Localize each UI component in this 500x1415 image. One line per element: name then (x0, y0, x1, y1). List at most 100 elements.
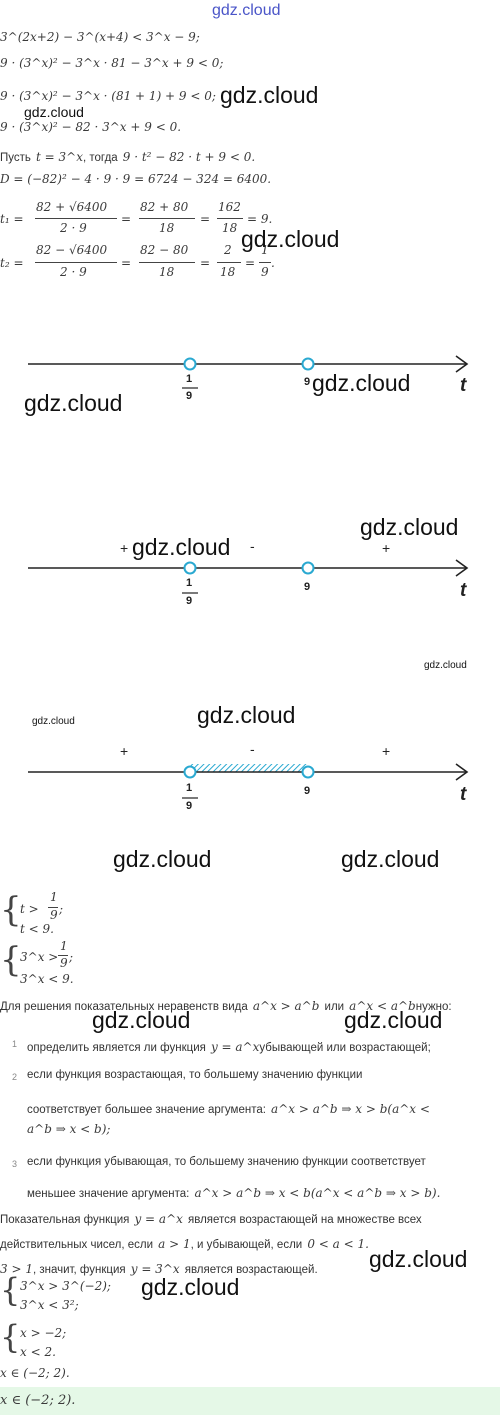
t1-result: = 9. (247, 212, 273, 226)
theory-item-2-line-1: если функция возрастающая, то большему з… (27, 1069, 363, 1081)
system-1-frac-num: 1 (50, 890, 58, 904)
theory-intro: Для решения показательных неравенств вид… (0, 999, 452, 1013)
watermark: gdz.cloud (24, 104, 84, 120)
nl1-axis-label: t (460, 375, 467, 396)
t2-frac-3-num: 2 (224, 243, 232, 257)
theory-item-2-number: 2 (12, 1072, 18, 1082)
system-2-line-b: 3^x < 9. (20, 972, 74, 986)
t1-frac-2-num: 82 + 80 (140, 200, 189, 214)
t2-frac-1-bar (35, 262, 117, 263)
discriminant-line: D = (−82)² − 4 · 9 · 9 = 6724 − 324 = 64… (0, 172, 272, 186)
watermark: gdz.cloud (241, 226, 340, 252)
final-system-1-line-a: 3^x > 3^(−2); (20, 1279, 111, 1293)
theory-item-2-line-3: a^b ⇒ x < b); (27, 1122, 111, 1136)
nl1-point2: 9 (304, 376, 311, 388)
nl2-sign-left: + (120, 540, 129, 556)
t2-label: t₂ = (0, 256, 24, 270)
nl3-point2: 9 (304, 785, 311, 797)
nl3-point1-den: 9 (186, 800, 193, 812)
nl3-sign-middle: - (250, 741, 255, 757)
system-1-frac-bar (48, 907, 58, 908)
final-system-1-brace: { (0, 1271, 21, 1309)
t2-frac-3-den: 18 (220, 265, 236, 279)
t2-eq-3: = (245, 256, 256, 270)
final-result: x ∈ (−2; 2). (0, 1366, 70, 1380)
nl2-point1-den: 9 (186, 595, 193, 607)
t2-frac-3-bar (217, 262, 241, 263)
system-2-frac-den: 9 (60, 956, 68, 970)
site-header-logo[interactable]: gdz.cloud (212, 2, 281, 19)
watermark: gdz.cloud (92, 1007, 191, 1033)
t1-frac-3-bar (217, 218, 243, 219)
exp-function-line-3: 3 > 1, значит, функция y = 3^x является … (0, 1262, 318, 1276)
watermark: gdz.cloud (424, 660, 467, 671)
t1-frac-2-den: 18 (159, 221, 175, 235)
system-2-line-a-end: ; (69, 950, 74, 964)
t1-eq-1: = (121, 212, 132, 226)
t1-eq-2: = (200, 212, 211, 226)
t2-frac-4-bar (259, 262, 271, 263)
t2-frac-1-num: 82 − √6400 (36, 243, 108, 257)
theory-item-1: определить является ли функция y = a^xуб… (27, 1040, 431, 1054)
number-line-1 (28, 355, 469, 389)
theory-item-1-number: 1 (12, 1039, 18, 1049)
nl3-sign-left: + (120, 743, 129, 759)
t1-frac-2-bar (139, 218, 195, 219)
final-system-2-line-b: x < 2. (20, 1345, 56, 1359)
t2-frac-4-num: 1 (261, 243, 269, 257)
t1-label: t₁ = (0, 212, 24, 226)
system-2-line-a: 3^x > (20, 950, 59, 964)
system-1-frac-den: 9 (50, 908, 58, 922)
t1-frac-1-bar (35, 218, 117, 219)
nl2-sign-right: + (382, 540, 391, 556)
watermark: gdz.cloud (197, 702, 296, 728)
watermark: gdz.cloud (132, 534, 231, 560)
exp-function-line-1: Показательная функция y = a^x является в… (0, 1212, 422, 1226)
system-1-line-a-end: ; (59, 902, 64, 916)
t2-frac-2-num: 82 − 80 (140, 243, 189, 257)
nl2-point1-num: 1 (186, 577, 193, 589)
nl3-sign-right: + (382, 743, 391, 759)
number-line-3 (28, 763, 469, 799)
watermark: gdz.cloud (344, 1007, 443, 1033)
final-system-1-line-b: 3^x < 3²; (20, 1298, 79, 1312)
theory-item-2-line-2: соответствует большее значение аргумента… (27, 1102, 430, 1116)
watermark: gdz.cloud (369, 1246, 468, 1272)
theory-item-3-line-2: меньшее значение аргумента: a^x > a^b ⇒ … (27, 1186, 441, 1200)
solution-line-2: 9 · (3^x)² − 3^x · 81 − 3^x + 9 < 0; (0, 56, 224, 70)
system-2-brace: { (0, 940, 22, 980)
nl3-axis-label: t (460, 784, 467, 805)
watermark: gdz.cloud (220, 82, 319, 108)
system-2-frac-bar (58, 955, 68, 956)
watermark: gdz.cloud (113, 846, 212, 872)
system-1-line-a: t > (20, 902, 39, 916)
system-1-brace: { (0, 890, 22, 930)
final-system-2-line-a: x > −2; (20, 1326, 67, 1340)
nl2-axis-label: t (460, 580, 467, 601)
t2-eq-1: = (121, 256, 132, 270)
t1-frac-3-num: 162 (218, 200, 241, 214)
number-line-2 (28, 559, 469, 594)
nl3-point1-num: 1 (186, 782, 193, 794)
solution-line-4: 9 · (3^x)² − 82 · 3^x + 9 < 0. (0, 120, 182, 134)
t1-frac-1-den: 2 · 9 (60, 221, 87, 235)
final-answer: x ∈ (−2; 2). (0, 1393, 76, 1408)
exp-function-line-2: действительных чисел, если a > 1, и убыв… (0, 1237, 369, 1251)
watermark: gdz.cloud (141, 1274, 240, 1300)
t2-frac-2-den: 18 (159, 265, 175, 279)
t2-end-dot: . (271, 256, 275, 270)
t2-eq-2: = (200, 256, 211, 270)
nl1-point1-den: 9 (186, 390, 193, 402)
nl2-point2: 9 (304, 581, 311, 593)
nl2-sign-middle: - (250, 538, 255, 554)
solution-line-3: 9 · (3^x)² − 3^x · (81 + 1) + 9 < 0; (0, 89, 216, 103)
nl1-point1-num: 1 (186, 373, 193, 385)
theory-item-3-line-1: если функция убывающая, то большему знач… (27, 1156, 426, 1168)
t2-frac-4-den: 9 (261, 265, 269, 279)
theory-item-3-number: 3 (12, 1159, 18, 1169)
system-2-frac-num: 1 (60, 939, 68, 953)
watermark: gdz.cloud (360, 514, 459, 540)
final-system-2-brace: { (0, 1318, 21, 1356)
substitution-line: Пусть t = 3^x, тогда 9 · t² − 82 · t + 9… (0, 150, 256, 164)
solution-line-1: 3^(2x+2) − 3^(x+4) < 3^x − 9; (0, 30, 200, 44)
